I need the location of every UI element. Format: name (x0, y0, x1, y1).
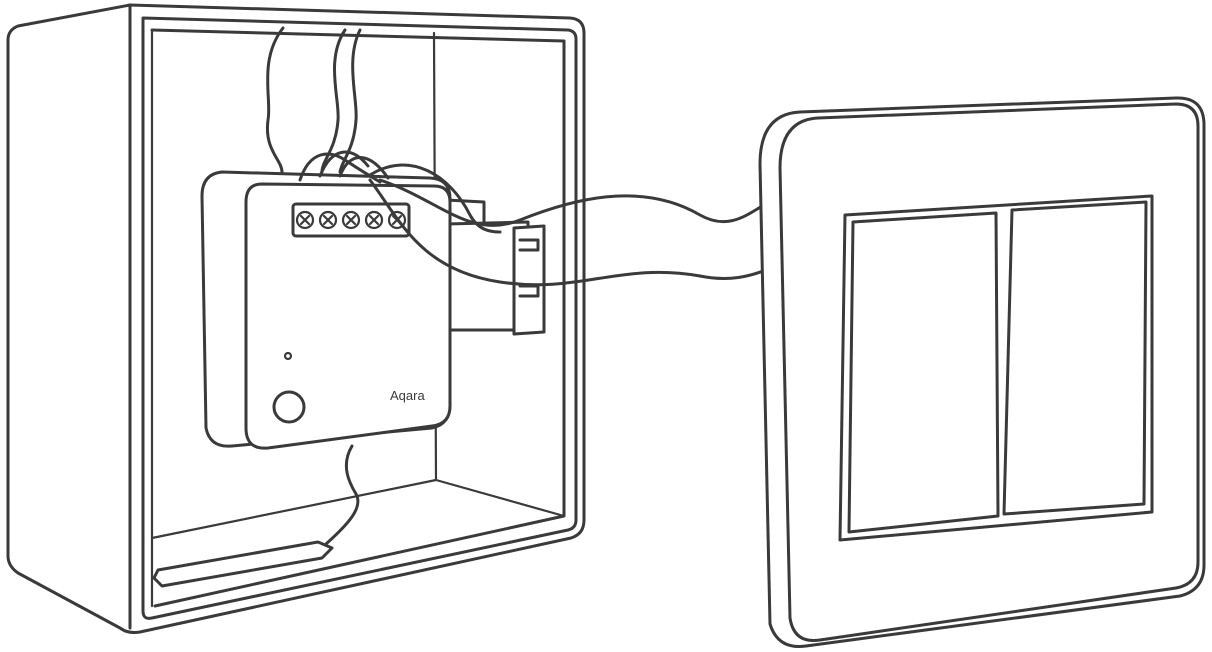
screw-slot-icon (322, 214, 334, 226)
left-rocker-button[interactable] (847, 211, 1000, 534)
rocker-frame (838, 194, 1154, 542)
switch-cables (368, 178, 768, 287)
antenna-cable (152, 444, 360, 588)
screw-slot-icon (299, 214, 311, 226)
screw-slot-icon (368, 214, 380, 226)
wall-switch (758, 96, 1206, 649)
module-brand-label: Aqara (390, 388, 425, 403)
relay-module: Aqara (200, 170, 452, 450)
right-rocker-button[interactable] (1002, 200, 1148, 516)
led-indicator-icon (283, 351, 293, 361)
round-button-icon (272, 390, 306, 424)
screw-slot-icon (345, 214, 357, 226)
connector-block (444, 198, 546, 336)
terminal-wires (298, 150, 502, 234)
